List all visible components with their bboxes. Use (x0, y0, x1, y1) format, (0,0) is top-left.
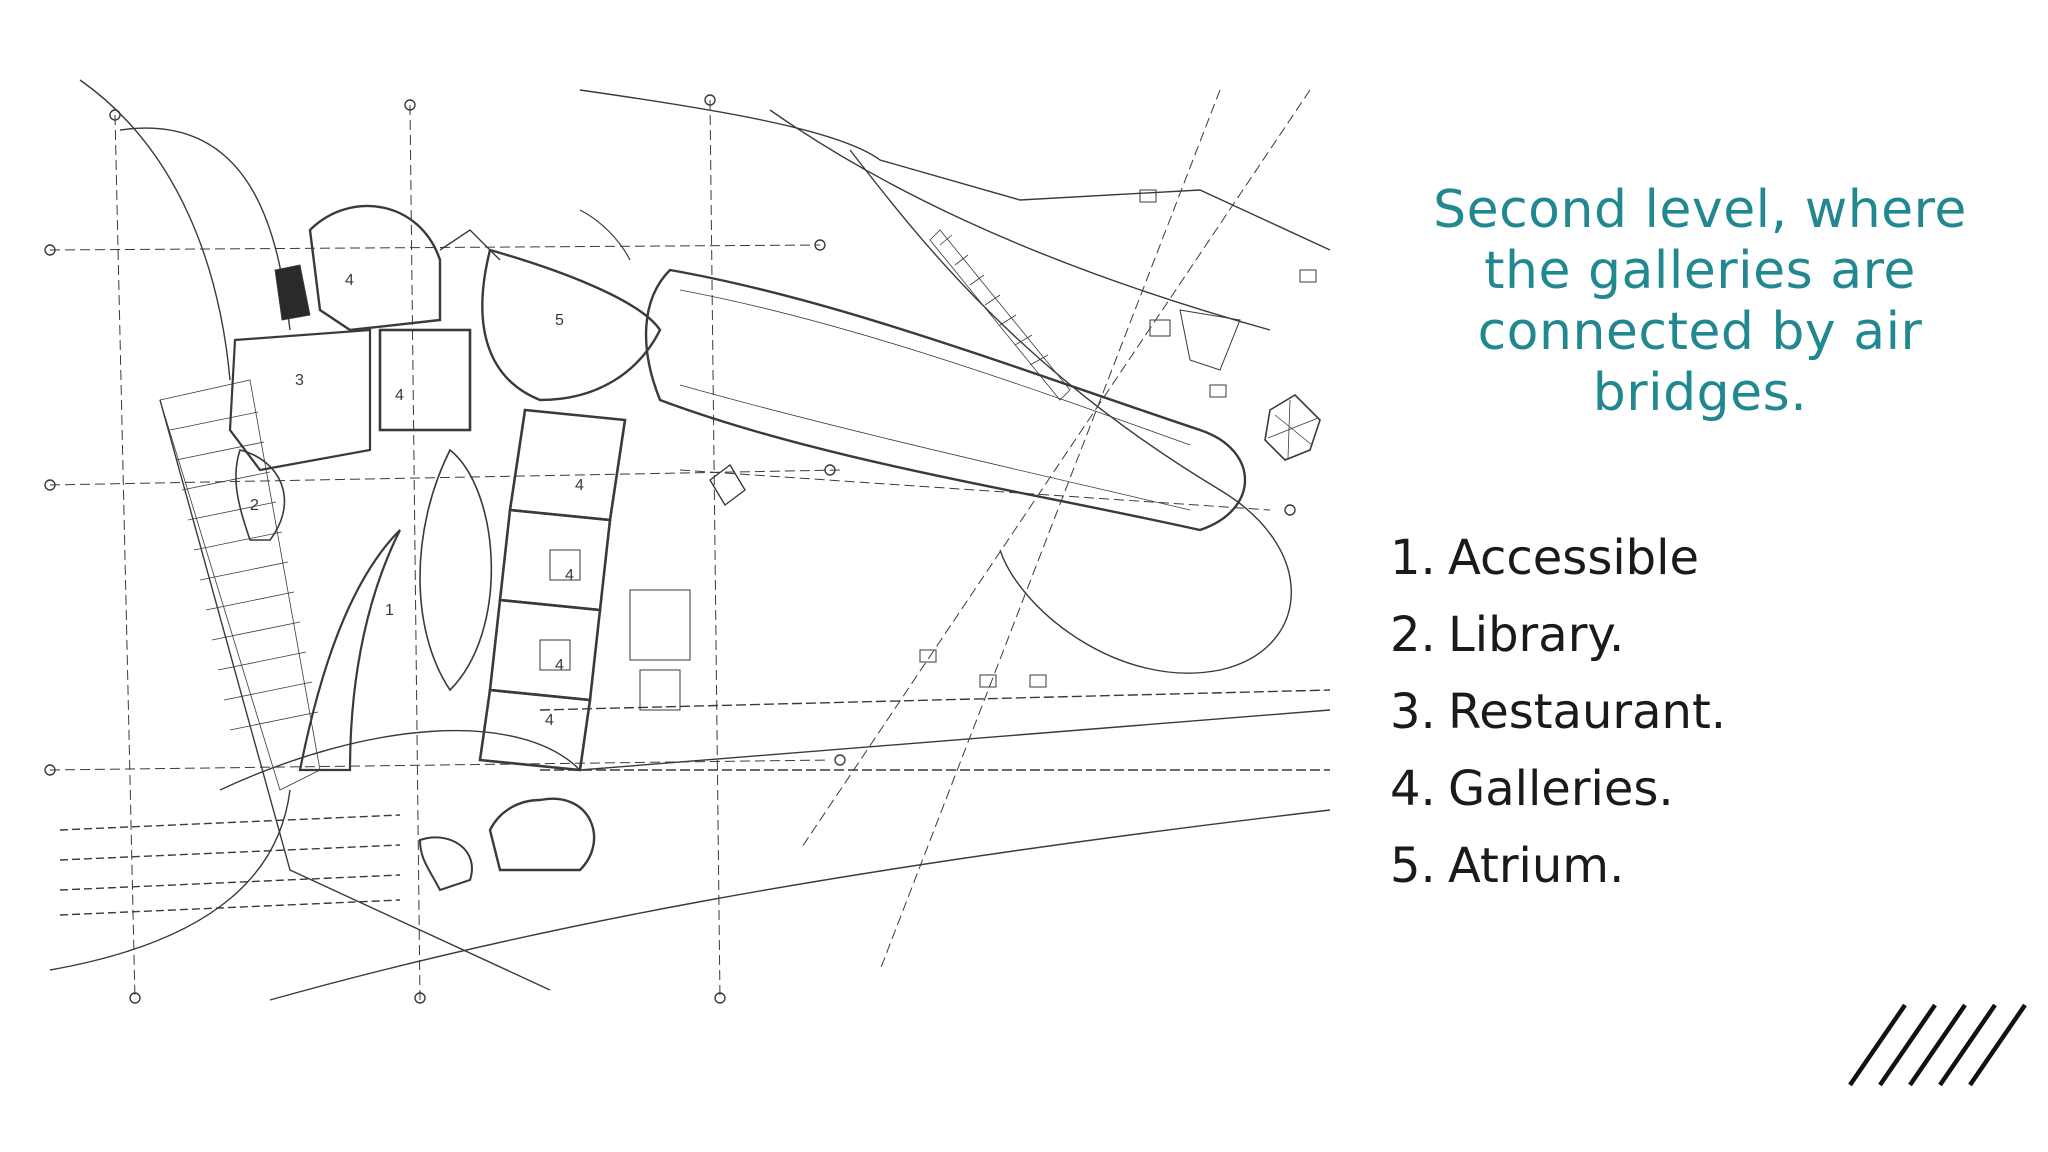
slide-heading: Second level, where the galleries are co… (1433, 180, 1967, 423)
plan-label-4f: 4 (545, 712, 554, 729)
legend-item: 2.Library. (1390, 597, 1726, 674)
legend-number: 3. (1390, 684, 1436, 740)
service-blocks (629, 189, 1317, 711)
plan-label-2: 2 (250, 497, 259, 514)
legend-label: Galleries. (1448, 761, 1674, 817)
legend-number: 2. (1390, 607, 1436, 663)
floor-plan-drawing: 1 2 3 4 4 4 4 4 4 5 (44, 79, 1331, 1004)
plan-label-5: 5 (555, 312, 564, 329)
legend-label: Library. (1448, 607, 1625, 663)
legend-list: 1.Accessible 2.Library. 3.Restaurant. 4.… (1390, 520, 1726, 905)
legend-item: 3.Restaurant. (1390, 674, 1726, 751)
legend-label: Atrium. (1448, 838, 1625, 894)
gallery-column (478, 408, 627, 772)
ramp-hatch (929, 229, 1071, 401)
plan-label-4a: 4 (345, 272, 354, 289)
grid-bubbles (44, 94, 1296, 1004)
plan-label-1: 1 (385, 602, 394, 619)
legend-label: Accessible (1448, 530, 1699, 586)
legend-number: 5. (1390, 838, 1436, 894)
legend-item: 5.Atrium. (1390, 828, 1726, 905)
legend-item: 4.Galleries. (1390, 751, 1726, 828)
slash-decoration (1848, 1003, 2027, 1087)
legend-number: 4. (1390, 761, 1436, 817)
plan-label-3: 3 (295, 372, 304, 389)
legend-label: Restaurant. (1448, 684, 1727, 740)
plan-label-4c: 4 (575, 477, 584, 494)
grid-lines (49, 89, 1311, 1001)
plan-label-4b: 4 (395, 387, 404, 404)
plan-label-4d: 4 (565, 567, 574, 584)
plan-label-4e: 4 (555, 657, 564, 674)
plan-room-labels: 1 2 3 4 4 4 4 4 4 5 (250, 272, 584, 729)
legend-item: 1.Accessible (1390, 520, 1726, 597)
legend-number: 1. (1390, 530, 1436, 586)
plan-linework (44, 79, 1331, 1004)
